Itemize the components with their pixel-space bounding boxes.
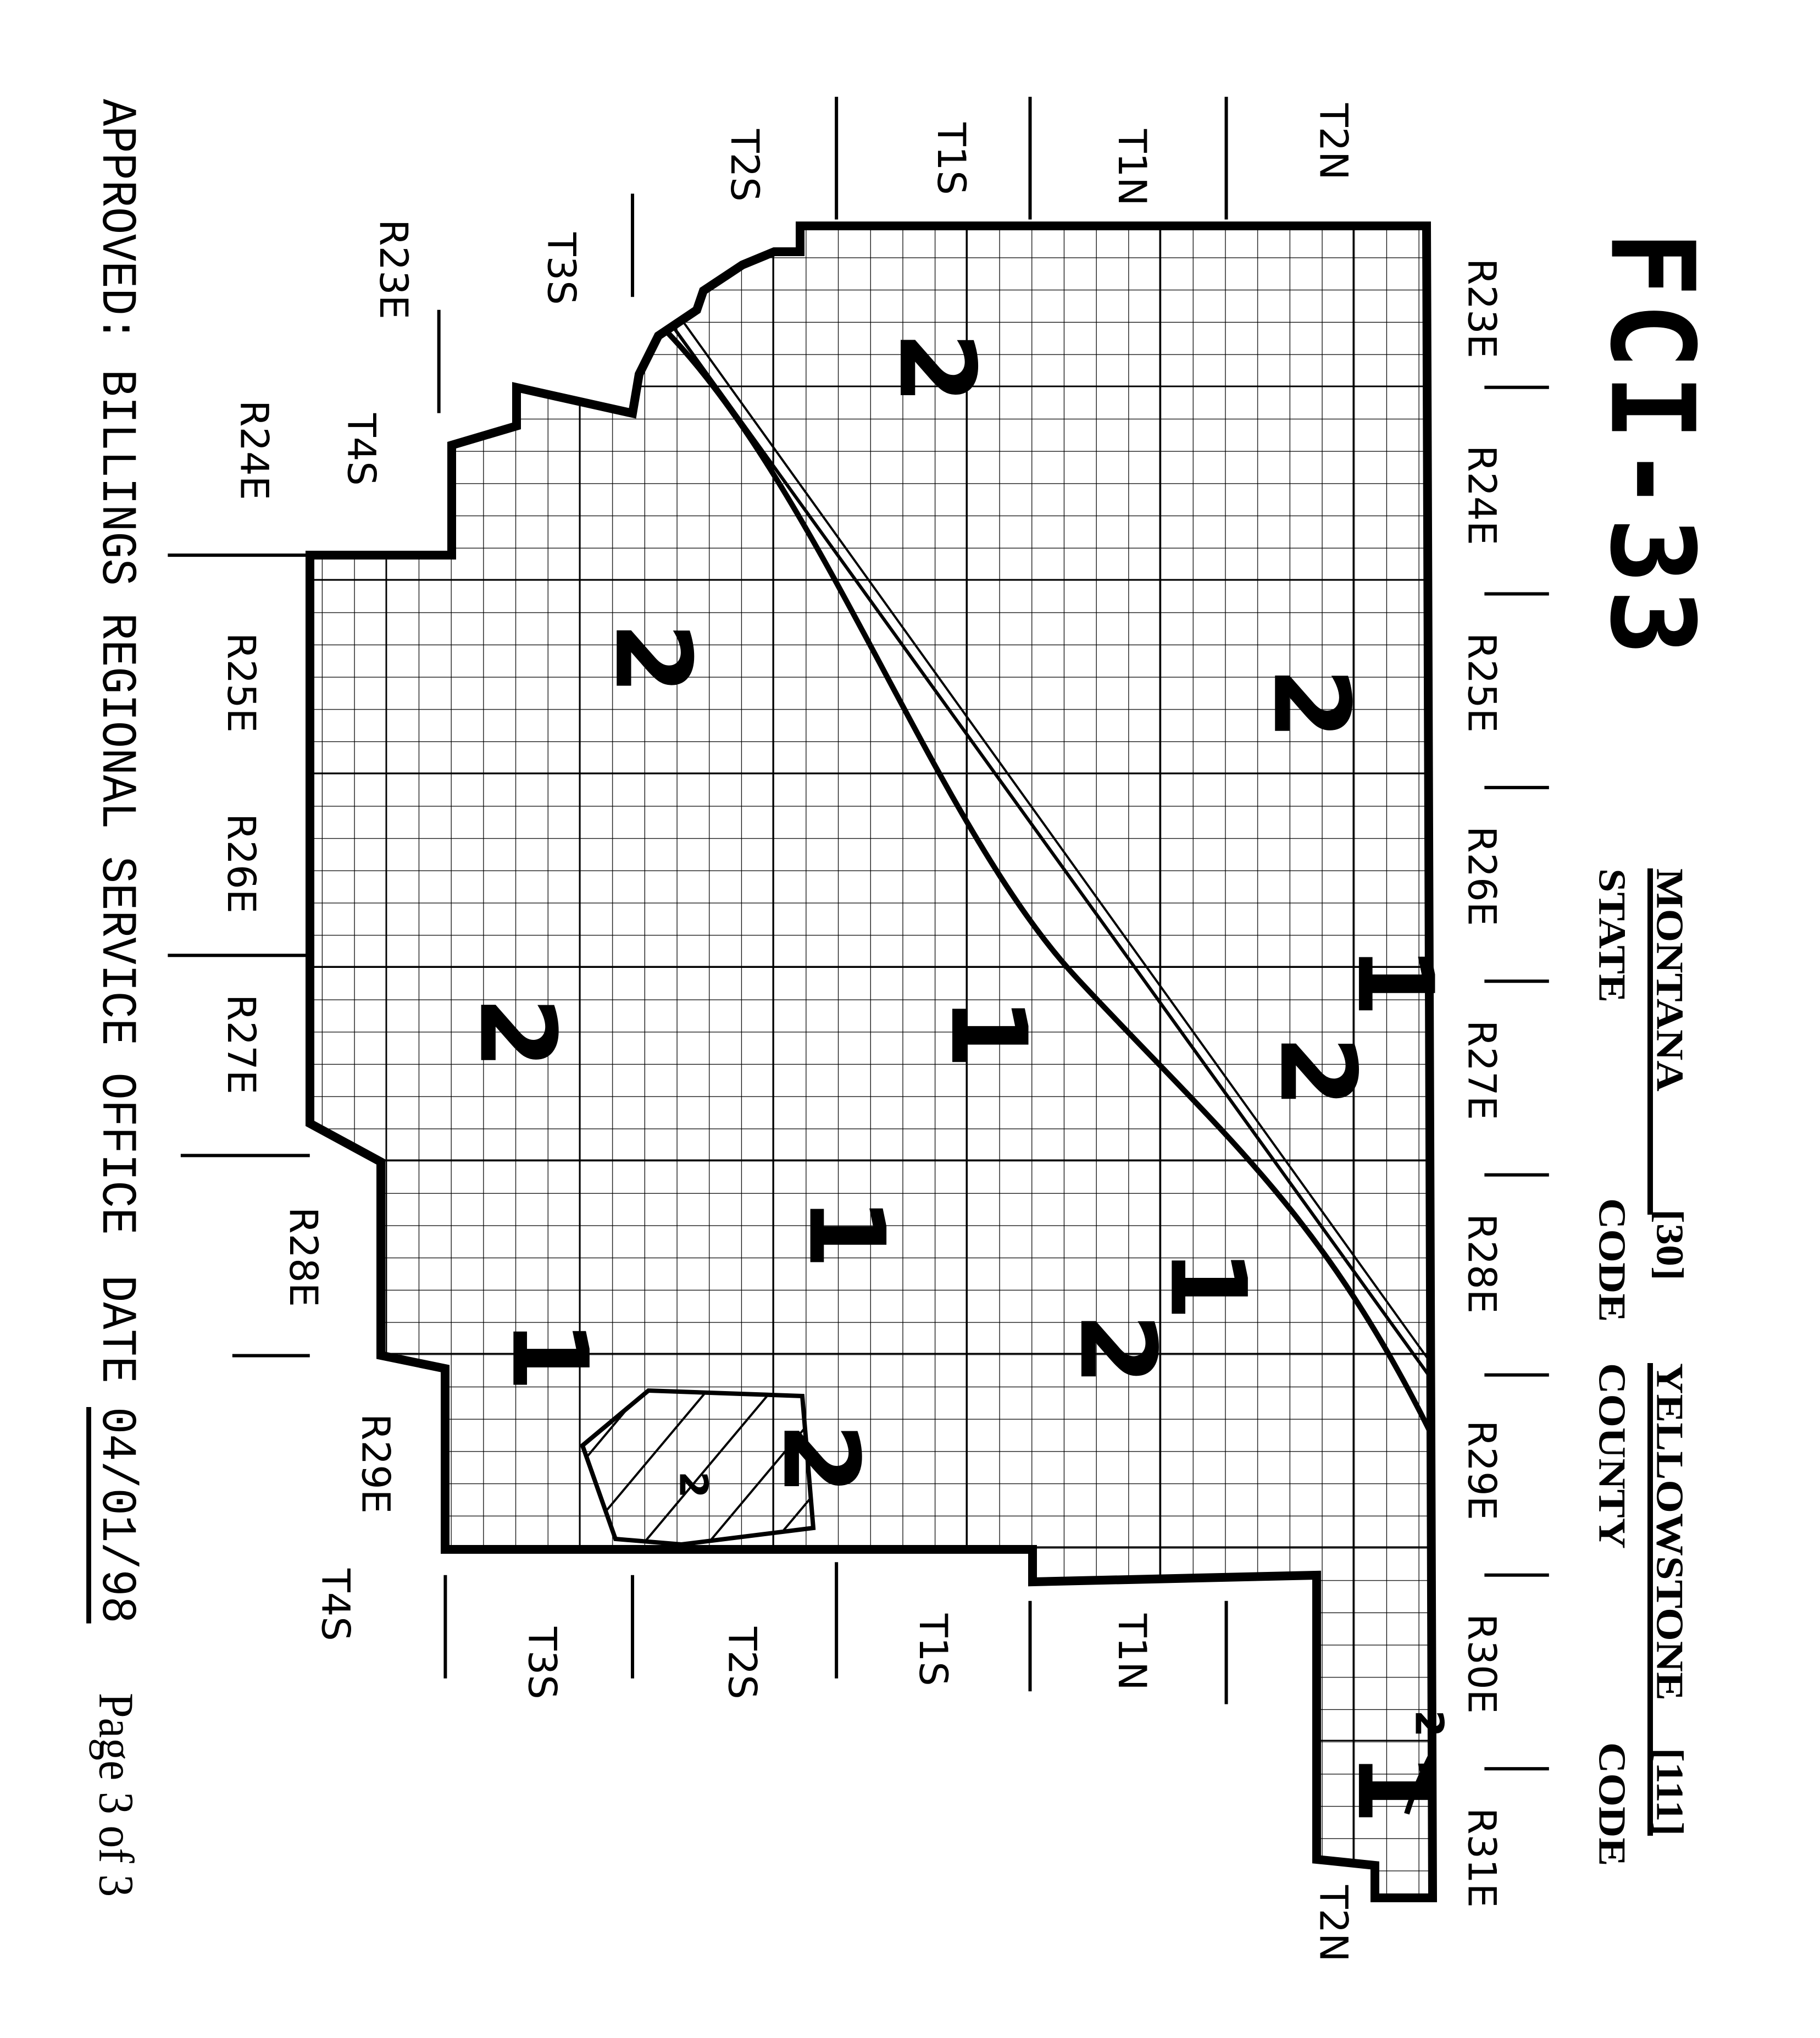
range-label-bottom: R23E [371,219,417,320]
zone-label: 2 [760,1422,881,1495]
state-label: STATE [1591,868,1634,1003]
state-name: MONTANA [1649,868,1692,1092]
range-label-top: R26E [1459,826,1505,927]
state-underline [1647,868,1653,1215]
township-label-left: T1N [1109,129,1155,206]
yellowstone-river [663,328,1433,1815]
township-label-right: T2S [719,1626,765,1699]
zone-label: 2 [1257,1035,1378,1108]
zone-label: 1 [1147,1248,1268,1321]
township-label-right: T2N [1311,1885,1356,1962]
county-name: YELLOWSTONE [1649,1363,1692,1701]
zone-label: 2 [1057,1313,1178,1386]
zone-label: 1 [786,1197,907,1269]
range-label-bottom: R28E [280,1207,326,1308]
township-label-right: T1S [911,1614,956,1686]
range-label-bottom: R27E [219,994,264,1094]
range-label-top: R31E [1459,1807,1505,1908]
zone-label: 2 [876,331,997,404]
form-id: FCI-33 [1584,231,1719,661]
county-code-label: CODE [1591,1742,1634,1867]
zone-label: 2 [592,622,713,695]
zone-label: 1 [1334,1752,1456,1824]
range-label-top: R28E [1459,1214,1505,1314]
state-code-label: CODE [1591,1198,1634,1322]
range-label-top: R30E [1459,1614,1505,1714]
range-label-bottom: R25E [219,633,264,733]
county-underline [1647,1363,1653,1836]
range-label-top: R23E [1459,258,1505,358]
county-label: COUNTY [1591,1363,1634,1549]
date-value: 04/01/98 [88,1407,145,1624]
railroad-2 [672,307,1433,1392]
township-label-left: T4S [339,413,384,486]
date-label: DATE [88,1275,145,1383]
range-label-top: R27E [1459,1020,1505,1120]
township-label-right: T3S [519,1626,565,1699]
range-label-top: R24E [1459,445,1505,546]
township-label-left: T1S [928,123,974,195]
township-label-right: T1N [1109,1614,1155,1691]
township-label-left: T2S [722,129,768,202]
range-label-bottom: R29E [353,1414,398,1514]
zone-label: 1 [928,996,1049,1069]
zone-label: 1 [1334,945,1456,1017]
county-code: [111] [1649,1748,1692,1836]
zone-label: 2 [671,1471,716,1498]
township-label-left: T2N [1311,103,1356,180]
railroad [658,307,1433,1392]
approved-text: APPROVED: BILLINGS REGIONAL SERVICE OFFI… [88,99,145,1235]
range-label-top: R29E [1459,1420,1505,1520]
range-label-bottom: R26E [219,813,264,913]
state-code: [30] [1649,1209,1692,1281]
township-label-right: T4S [313,1569,358,1641]
page-number: Page 3 of 3 [88,1693,144,1897]
zone-label: 2 [1407,1710,1452,1737]
zone-label: 2 [1250,667,1372,740]
county-boundary [306,221,1438,1902]
range-label-top: R25E [1459,633,1505,733]
zone-label: 2 [457,996,578,1069]
zone-label: 1 [489,1319,610,1392]
township-label-left: T3S [539,232,584,305]
range-label-bottom: R24E [231,400,277,501]
hatched-area [580,1388,816,1547]
